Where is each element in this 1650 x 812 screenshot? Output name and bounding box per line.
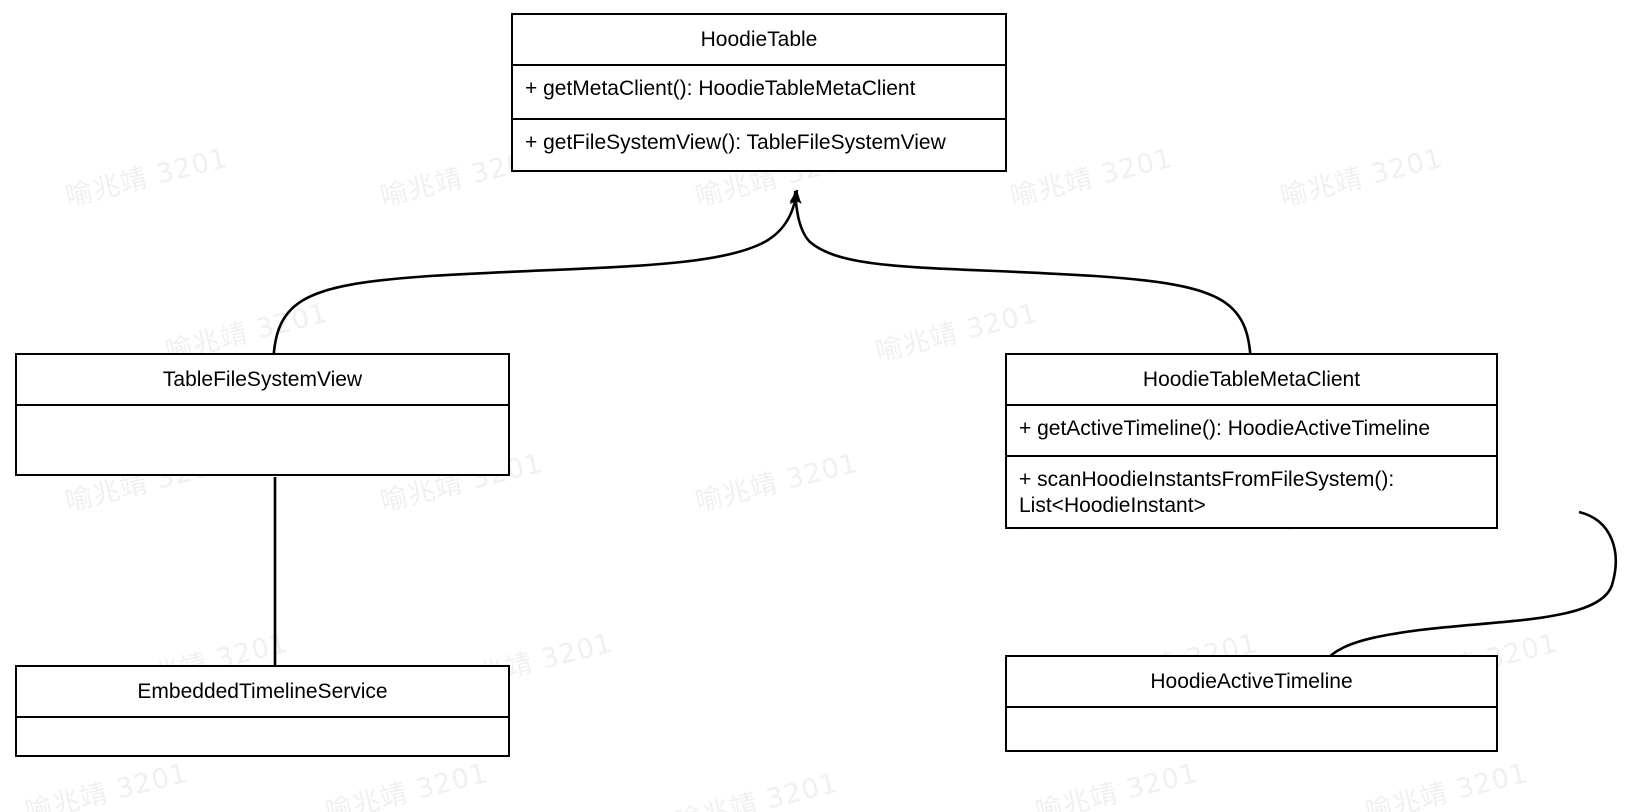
class-method-hoodie-table-meta-client-1: + scanHoodieInstantsFromFileSystem(): Li… bbox=[1007, 455, 1496, 527]
watermark: 喻兆靖 3201 bbox=[322, 757, 492, 812]
watermark: 喻兆靖 3201 bbox=[1277, 142, 1447, 214]
watermark: 喻兆靖 3201 bbox=[1032, 757, 1202, 812]
class-box-hoodie-table[interactable]: HoodieTable + getMetaClient(): HoodieTab… bbox=[511, 13, 1007, 172]
class-box-hoodie-table-meta-client[interactable]: HoodieTableMetaClient + getActiveTimelin… bbox=[1005, 353, 1498, 529]
edge-tablefilesystemview-to-hoodietable bbox=[271, 189, 802, 373]
class-methods-table-file-system-view bbox=[17, 406, 508, 474]
class-box-hoodie-active-timeline[interactable]: HoodieActiveTimeline bbox=[1005, 655, 1498, 752]
watermark: 喻兆靖 3201 bbox=[1007, 142, 1177, 214]
class-box-embedded-timeline-service[interactable]: EmbeddedTimelineService bbox=[15, 665, 510, 757]
class-name-table-file-system-view: TableFileSystemView bbox=[17, 355, 508, 406]
class-box-table-file-system-view[interactable]: TableFileSystemView bbox=[15, 353, 510, 476]
class-name-hoodie-active-timeline: HoodieActiveTimeline bbox=[1007, 657, 1496, 708]
class-method-hoodie-table-meta-client-0: + getActiveTimeline(): HoodieActiveTimel… bbox=[1019, 417, 1431, 440]
watermark: 喻兆靖 3201 bbox=[692, 447, 862, 519]
watermark: 喻兆靖 3201 bbox=[62, 142, 232, 214]
edge-metaclient-to-hoodietable bbox=[789, 190, 1253, 373]
watermark: 喻兆靖 3201 bbox=[672, 767, 842, 812]
class-methods-hoodie-active-timeline bbox=[1007, 708, 1496, 750]
class-name-hoodie-table-meta-client: HoodieTableMetaClient bbox=[1007, 355, 1496, 406]
class-methods-embedded-timeline-service bbox=[17, 718, 508, 755]
class-method-hoodie-table-1: + getFileSystemView(): TableFileSystemVi… bbox=[513, 118, 1005, 170]
class-name-embedded-timeline-service: EmbeddedTimelineService bbox=[17, 667, 508, 718]
watermark: 喻兆靖 3201 bbox=[22, 757, 192, 812]
class-name-hoodie-table: HoodieTable bbox=[513, 15, 1005, 66]
class-method-hoodie-table-0: + getMetaClient(): HoodieTableMetaClient bbox=[525, 77, 916, 100]
watermark: 喻兆靖 3201 bbox=[1362, 757, 1532, 812]
